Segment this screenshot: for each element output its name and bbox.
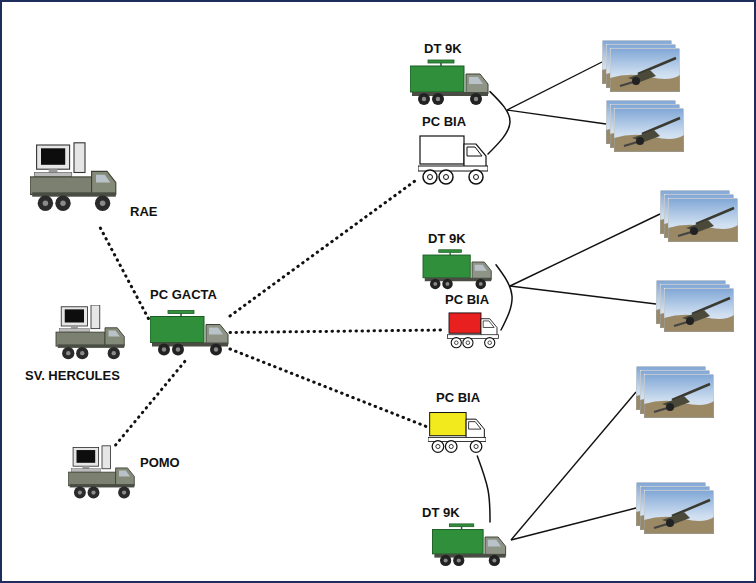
vehicle-node: DT 9K — [410, 58, 490, 106]
dotted-link — [230, 179, 418, 316]
dotted-link — [100, 228, 150, 322]
vehicle-node: PC BIA — [445, 310, 501, 350]
vehicle-node: PC BIA — [418, 132, 488, 187]
vehicle-node: DT 9K — [430, 522, 510, 567]
vehicle-node: DT 9K — [420, 248, 496, 290]
vehicle-label: POMO — [140, 455, 180, 470]
howitzer-photo — [668, 198, 738, 242]
howitzer-photo — [644, 490, 714, 534]
bracket-link — [488, 92, 510, 154]
command-truck-icon — [150, 311, 228, 356]
dotted-link — [230, 349, 428, 427]
howitzer-photo — [610, 48, 680, 92]
yellow-truck-icon — [428, 413, 486, 453]
computer-vehicle-icon — [30, 143, 116, 211]
howitzer-photo-stack — [602, 40, 680, 92]
howitzer-photo-stack — [606, 100, 684, 152]
vehicle-label: DT 9K — [424, 41, 462, 56]
dotted-link — [116, 360, 186, 445]
computer-vehicle-icon — [68, 446, 134, 499]
howitzer-photo-stack — [656, 280, 734, 332]
vehicle-label: PC GACTA — [150, 287, 217, 302]
vehicle-node: PC GACTA — [150, 305, 230, 360]
green-truck-icon — [410, 60, 488, 105]
vehicle-node: POMO — [68, 445, 136, 501]
vehicle-node: RAE — [30, 128, 118, 228]
howitzer-photo-stack — [636, 366, 714, 418]
howitzer-photo — [664, 288, 734, 332]
vehicle-label: PC BIA — [422, 114, 466, 129]
howitzer-photo-stack — [660, 190, 738, 242]
vehicle-label: DT 9K — [422, 505, 460, 520]
vehicle-label: RAE — [130, 204, 157, 219]
vehicle-node: PC BIA — [428, 408, 486, 456]
vehicle-label: PC BIA — [436, 390, 480, 405]
white-truck-icon — [418, 136, 488, 184]
bracket-link — [496, 265, 512, 330]
bracket-link — [477, 456, 490, 522]
leader-line — [511, 392, 636, 540]
howitzer-photo — [614, 108, 684, 152]
leader-line — [510, 214, 660, 286]
leader-line — [511, 508, 636, 540]
computer-vehicle-icon — [56, 305, 124, 359]
leader-line — [507, 110, 606, 124]
vehicle-label: SV. HERCULES — [25, 368, 120, 383]
red-truck-icon — [448, 313, 499, 348]
leader-line — [507, 62, 602, 110]
howitzer-photo — [644, 374, 714, 418]
vehicle-label: PC BIA — [445, 292, 489, 307]
dotted-link — [230, 330, 445, 333]
green-truck-icon — [433, 524, 506, 566]
leader-line — [510, 286, 656, 304]
vehicle-label: DT 9K — [428, 231, 466, 246]
vehicle-node: SV. HERCULES — [55, 305, 127, 361]
howitzer-photo-stack — [636, 482, 714, 534]
green-truck-icon — [423, 250, 491, 289]
